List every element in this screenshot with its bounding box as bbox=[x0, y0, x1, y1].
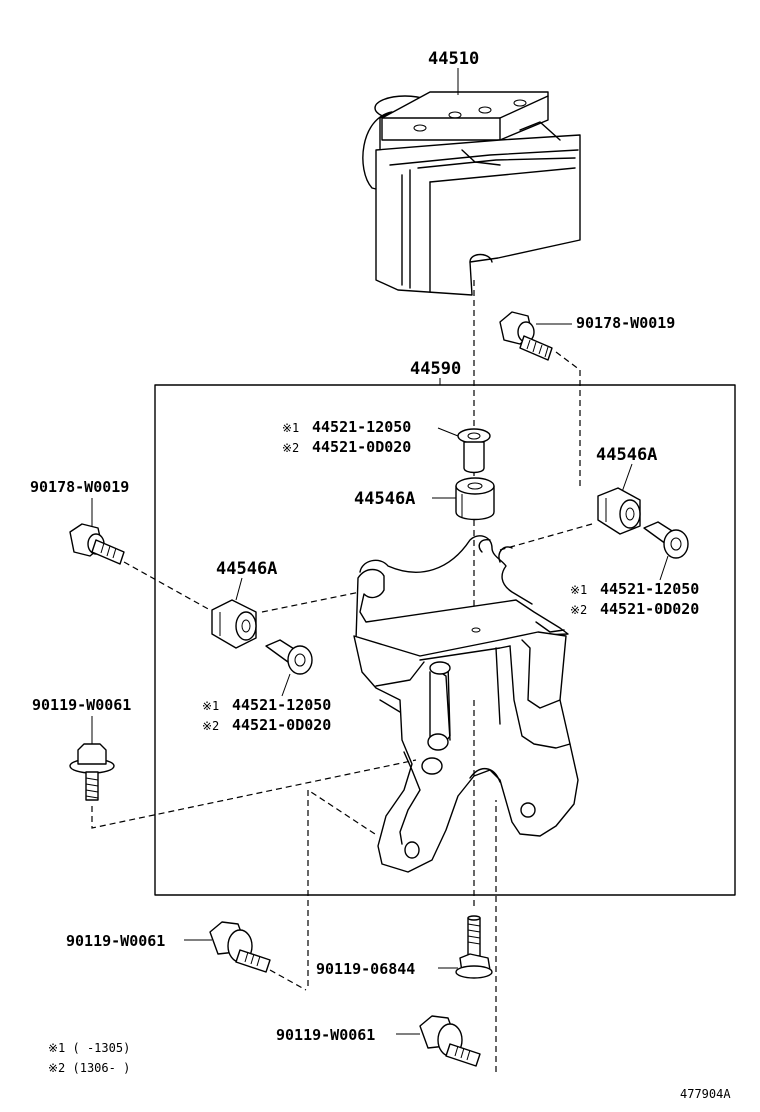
cushion-center bbox=[455, 477, 495, 521]
label-collar-center-2: 44521-0D020 bbox=[312, 438, 411, 456]
mark-left-2: ※2 bbox=[202, 719, 219, 733]
abs-actuator bbox=[362, 91, 581, 296]
collar-right bbox=[643, 521, 689, 559]
cushion-right bbox=[597, 487, 641, 535]
label-44510: 44510 bbox=[428, 49, 479, 69]
label-cushion-right: 44546A bbox=[596, 445, 657, 465]
bolt-left-lower bbox=[69, 743, 115, 801]
label-44590: 44590 bbox=[410, 359, 461, 379]
label-collar-center-1: 44521-12050 bbox=[312, 418, 411, 436]
mark-center-1: ※1 bbox=[282, 421, 299, 435]
label-collar-right-1: 44521-12050 bbox=[600, 580, 699, 598]
mark-center-2: ※2 bbox=[282, 441, 299, 455]
label-90119-bottom-left: 90119-W0061 bbox=[66, 932, 165, 950]
bolt-bottom bbox=[419, 1015, 481, 1067]
label-cushion-center: 44546A bbox=[354, 489, 415, 509]
mark-left-1: ※1 bbox=[202, 699, 219, 713]
label-cushion-left: 44546A bbox=[216, 559, 277, 579]
dash-bolt-top-right bbox=[555, 351, 581, 490]
bolt-top-right bbox=[499, 311, 553, 361]
label-collar-right-2: 44521-0D020 bbox=[600, 600, 699, 618]
bolt-bottom-left bbox=[209, 921, 271, 973]
label-collar-left-2: 44521-0D020 bbox=[232, 716, 331, 734]
label-90119-left: 90119-W0061 bbox=[32, 696, 131, 714]
label-90119-06844: 90119-06844 bbox=[316, 960, 415, 978]
legend-line-1: ※1 ( -1305) bbox=[48, 1041, 130, 1055]
mark-right-2: ※2 bbox=[570, 603, 587, 617]
label-collar-left-1: 44521-12050 bbox=[232, 696, 331, 714]
mark-right-1: ※1 bbox=[570, 583, 587, 597]
label-90178-left: 90178-W0019 bbox=[30, 478, 129, 496]
legend-line-2: ※2 (1306- ) bbox=[48, 1061, 130, 1075]
bracket bbox=[353, 535, 579, 873]
bolt-bottom-center bbox=[455, 915, 493, 979]
label-90178-top: 90178-W0019 bbox=[576, 314, 675, 332]
collar-left bbox=[265, 639, 313, 675]
bracket-assy-frame bbox=[154, 384, 736, 896]
collar-center bbox=[457, 428, 491, 474]
cushion-left bbox=[211, 599, 257, 649]
label-90119-bottom: 90119-W0061 bbox=[276, 1026, 375, 1044]
bolt-left bbox=[69, 523, 125, 565]
figure-id: 477904A bbox=[680, 1087, 731, 1101]
